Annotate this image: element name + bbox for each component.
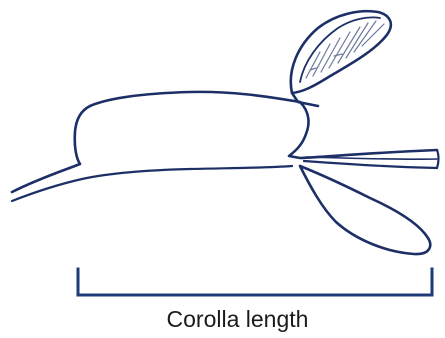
calyx-line: [12, 166, 292, 201]
corolla-tube-outline: [12, 92, 300, 192]
upper-petal-join: [292, 93, 318, 106]
upper-petal-outline: [291, 11, 391, 93]
right-petal-upper-edge: [289, 102, 437, 158]
right-petal-fold-line: [306, 157, 437, 159]
corolla-length-scale-bar: [78, 269, 432, 295]
caption-label: Corolla length: [0, 304, 445, 334]
right-petal-lower-edge: [304, 161, 437, 168]
lower-petal-outline: [300, 166, 430, 254]
